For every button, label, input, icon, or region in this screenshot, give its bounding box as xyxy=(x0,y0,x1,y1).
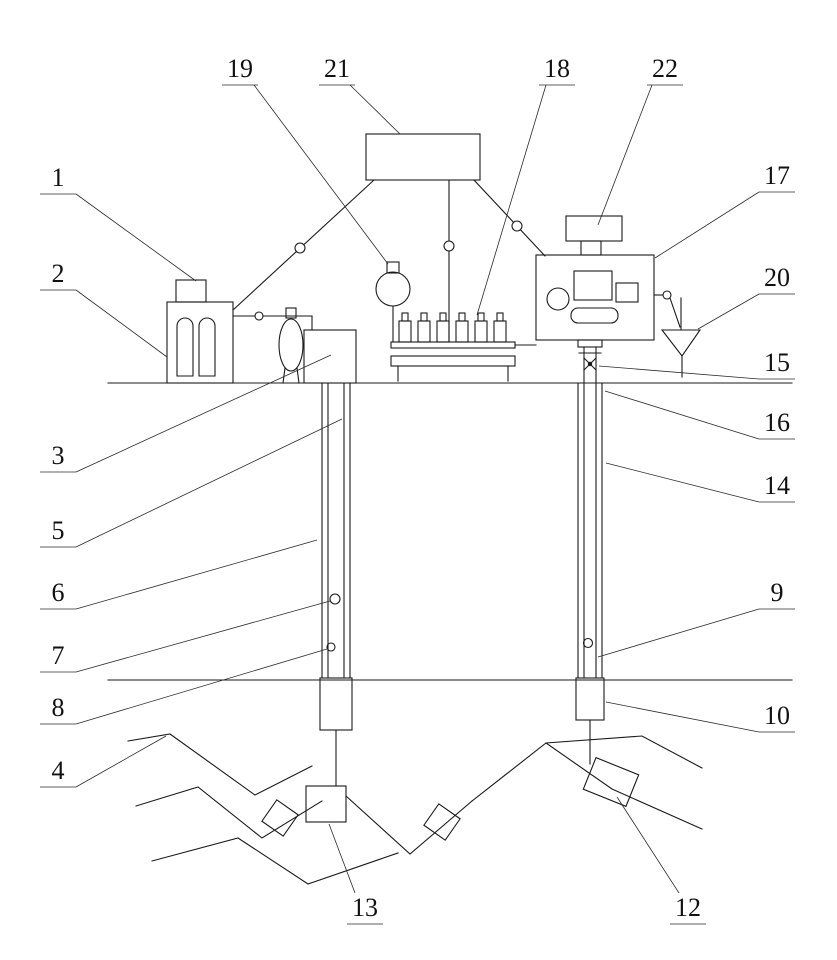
ref-label-21: 21 xyxy=(324,54,350,83)
control-line-right xyxy=(473,179,546,257)
leader-5 xyxy=(75,418,343,548)
leader-7 xyxy=(75,600,331,673)
leader-19 xyxy=(253,84,389,265)
gas-cylinder-2 xyxy=(198,317,216,377)
ref-label-12: 12 xyxy=(675,893,701,922)
fracture-network xyxy=(127,733,703,885)
leader-8 xyxy=(75,648,328,725)
pump-outlet-block xyxy=(615,282,639,303)
left-wellbore xyxy=(319,382,353,787)
proppant-block-12 xyxy=(582,756,640,808)
pump-stack xyxy=(580,240,602,256)
leader-21 xyxy=(349,84,401,135)
ref-label-19: 19 xyxy=(227,54,253,83)
vessel-cap xyxy=(285,307,297,319)
right-wellhead xyxy=(577,339,603,384)
fracture-diamond-2 xyxy=(423,803,461,841)
leader-lines xyxy=(75,84,760,894)
control-valve-right-icon xyxy=(511,220,523,232)
reference-labels: 1 2 3 5 6 7 8 4 19 21 18 22 17 20 15 16 … xyxy=(40,54,795,925)
right-wellbore xyxy=(575,382,605,765)
supply-pipe xyxy=(232,311,313,331)
ref-label-10: 10 xyxy=(764,701,790,730)
control-valve-center-icon xyxy=(443,240,455,252)
leader-6 xyxy=(75,539,318,610)
ref-label-16: 16 xyxy=(764,408,790,437)
left-well-screen xyxy=(319,677,353,731)
flask-neck xyxy=(386,261,400,274)
left-downhole-tool-lower-icon xyxy=(326,642,336,652)
left-downhole-tool-upper-icon xyxy=(329,593,341,605)
ref-label-14: 14 xyxy=(764,471,790,500)
ref-label-17: 17 xyxy=(764,161,790,190)
accumulator-vessel xyxy=(278,307,304,384)
leader-20 xyxy=(697,293,760,330)
surface-lines xyxy=(107,382,793,681)
ref-label-20: 20 xyxy=(764,263,790,292)
control-box xyxy=(232,133,546,343)
leader-14 xyxy=(605,462,760,503)
ref-label-8: 8 xyxy=(52,693,65,722)
leader-18 xyxy=(476,84,547,316)
pump-body xyxy=(573,270,613,301)
leader-13 xyxy=(328,823,356,894)
ref-label-6: 6 xyxy=(52,578,65,607)
outlet-valve-icon xyxy=(662,290,672,300)
flask xyxy=(375,261,411,343)
pipe-valve-icon xyxy=(254,311,264,321)
ref-label-22: 22 xyxy=(652,54,678,83)
leader-9 xyxy=(597,608,760,658)
leader-22 xyxy=(597,84,653,226)
leader-4 xyxy=(75,735,167,788)
proppant-block-13 xyxy=(305,785,347,823)
motor-box xyxy=(565,215,623,242)
ref-label-5: 5 xyxy=(52,516,65,545)
ref-label-2: 2 xyxy=(52,259,65,288)
pump-unit xyxy=(535,240,681,341)
leader-10 xyxy=(605,701,760,733)
ref-label-9: 9 xyxy=(771,578,784,607)
leader-16 xyxy=(604,390,760,440)
bottle-manifold xyxy=(390,312,537,382)
sample-bottles xyxy=(398,312,507,343)
ref-label-3: 3 xyxy=(52,441,65,470)
funnel xyxy=(660,297,702,378)
left-wellhead-box xyxy=(303,329,357,384)
gas-cylinder-1 xyxy=(176,317,194,377)
leader-3 xyxy=(75,354,332,473)
ref-label-15: 15 xyxy=(764,348,790,377)
pump-tank xyxy=(570,307,619,324)
manifold-base xyxy=(390,355,516,367)
gas-cylinder-cabinet xyxy=(166,279,234,384)
manifold-pipe xyxy=(390,341,516,349)
fracture-diamond-1 xyxy=(261,799,299,837)
leader-1 xyxy=(75,193,197,282)
control-valve-left-icon xyxy=(294,242,306,254)
ref-label-1: 1 xyxy=(52,163,65,192)
ref-label-4: 4 xyxy=(52,756,65,785)
leader-17 xyxy=(654,191,760,259)
cabinet-top-box xyxy=(175,279,207,303)
leader-2 xyxy=(75,289,168,358)
right-downhole-tool-icon xyxy=(582,637,594,649)
ref-label-13: 13 xyxy=(352,893,378,922)
right-well-screen xyxy=(575,677,605,721)
ref-label-7: 7 xyxy=(52,641,65,670)
flywheel-icon xyxy=(546,287,570,311)
leader-15 xyxy=(598,365,760,380)
ref-label-18: 18 xyxy=(544,54,570,83)
leader-12 xyxy=(616,796,680,894)
